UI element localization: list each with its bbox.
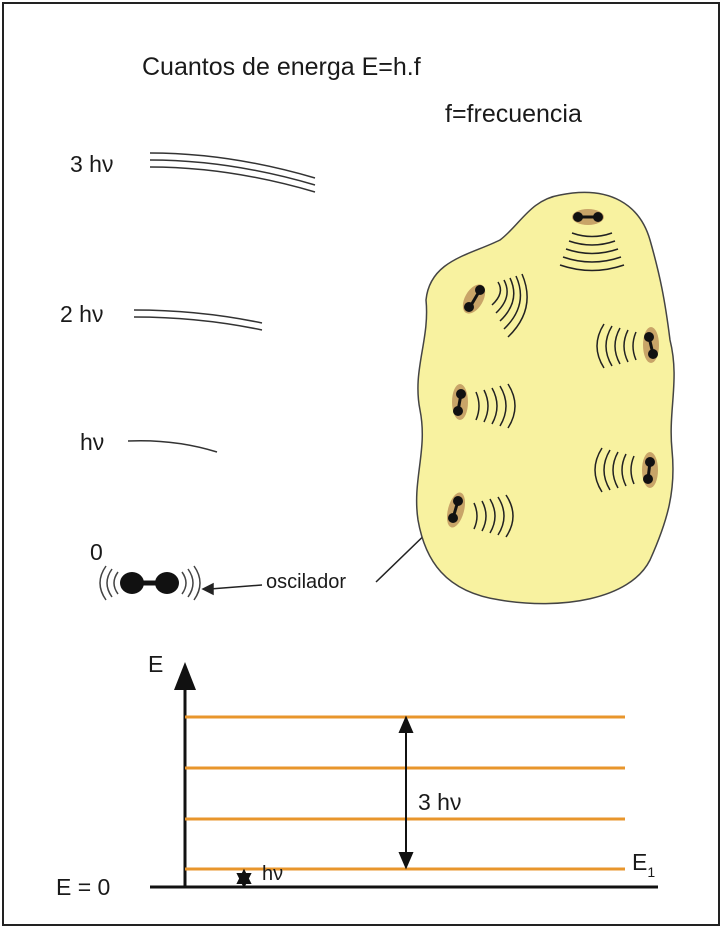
subtitle: f=frecuencia [445, 100, 582, 128]
energy-axis-label: E [148, 651, 163, 677]
level-hv-label: hν [80, 429, 104, 455]
level-hv-wave [128, 441, 217, 452]
ground-level-label: E = 0 [56, 874, 110, 900]
span-label: 3 hν [418, 789, 461, 815]
level-2hv-waves [134, 310, 262, 330]
span-arrow [400, 718, 412, 867]
title: Cuantos de energa E=h.f [142, 53, 421, 81]
level-2hv-label: 2 hν [60, 301, 103, 327]
level-3hv-waves [150, 153, 315, 192]
level-0-label: 0 [90, 539, 103, 565]
energy-axis [174, 662, 196, 888]
oscillator-label: oscilador [266, 571, 346, 593]
step-arrow [238, 871, 250, 886]
level-3hv-label: 3 hν [70, 151, 113, 177]
step-label: hν [262, 863, 283, 885]
e1-label: E1 [632, 849, 655, 880]
oscillator-icon [100, 566, 200, 600]
